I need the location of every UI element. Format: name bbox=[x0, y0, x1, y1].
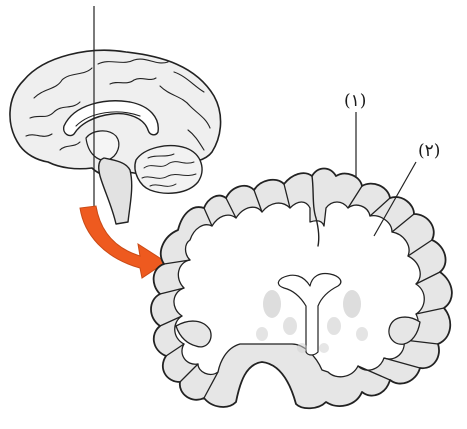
coronal-section bbox=[151, 169, 452, 409]
label-1: (١) bbox=[344, 91, 366, 111]
label-2: (٢) bbox=[418, 141, 440, 161]
sagittal-brain-view bbox=[10, 50, 221, 224]
sagittal-brainstem bbox=[99, 158, 132, 224]
